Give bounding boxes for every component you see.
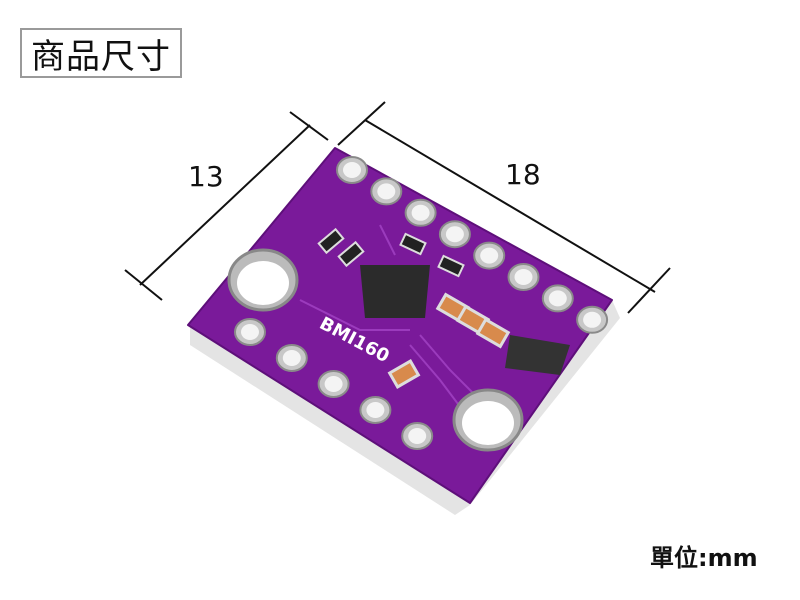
header-pin xyxy=(507,263,540,291)
width-dimension-label: 13 xyxy=(188,160,224,193)
length-tick xyxy=(337,101,386,146)
mounting-holes xyxy=(227,248,524,452)
header-pin xyxy=(359,396,392,424)
header-pin xyxy=(541,284,574,313)
header-pins xyxy=(234,156,609,450)
dimension-lines xyxy=(124,101,671,314)
header-pin xyxy=(317,370,350,398)
sensor-chip xyxy=(360,265,430,318)
header-pin xyxy=(336,156,368,184)
length-dimension-label: 18 xyxy=(505,158,541,191)
header-pin xyxy=(473,241,506,270)
header-pin xyxy=(234,318,266,346)
unit-label: 單位:mm xyxy=(650,544,758,572)
regulator-chip xyxy=(505,335,570,375)
smd-components xyxy=(317,227,511,389)
header-pin xyxy=(401,422,434,450)
length-dimension-line xyxy=(364,119,656,293)
header-pin xyxy=(576,305,609,334)
header-pin xyxy=(275,344,308,372)
width-dimension-line xyxy=(139,124,311,286)
header-pin xyxy=(404,198,437,227)
page-title: 商品尺寸 xyxy=(20,28,182,78)
header-pin xyxy=(370,177,403,206)
header-pin xyxy=(438,220,471,249)
width-tick xyxy=(124,269,163,301)
